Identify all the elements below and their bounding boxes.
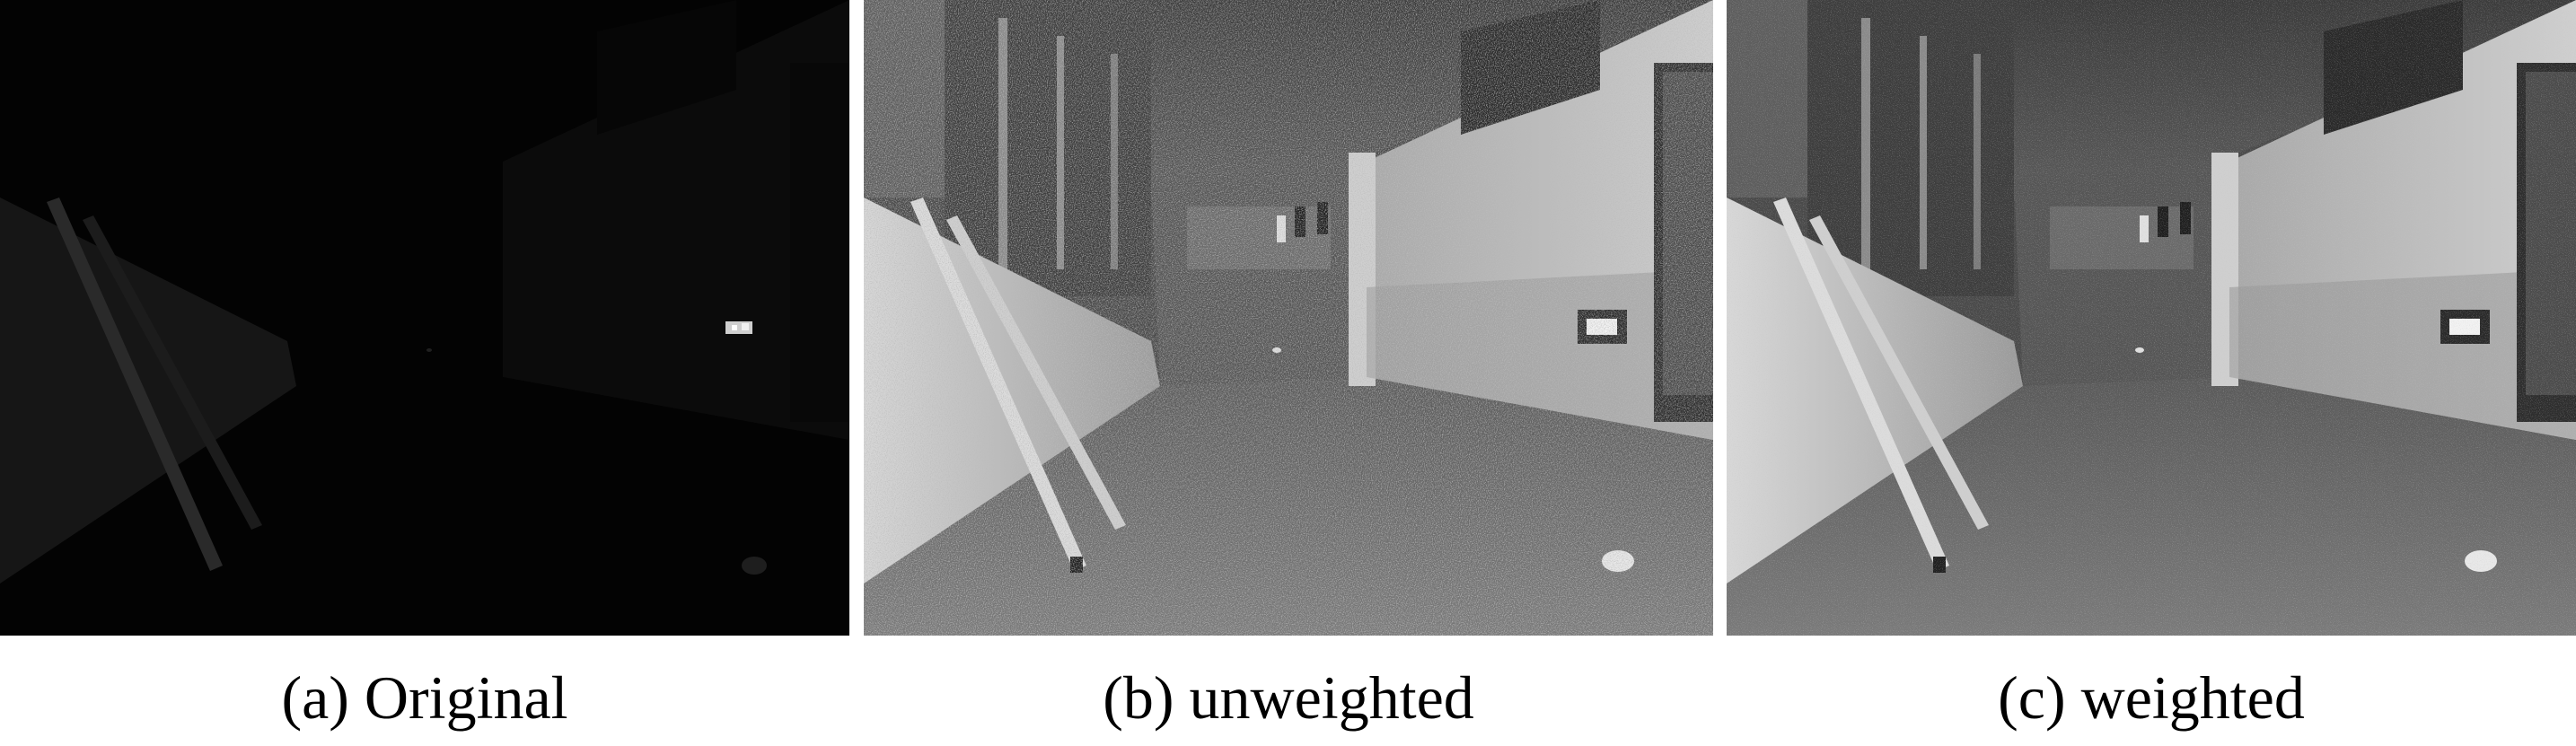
caption-weighted: (c) weighted bbox=[1998, 663, 2305, 732]
caption-unweighted: (b) unweighted bbox=[1103, 663, 1474, 732]
weighted-image bbox=[1727, 0, 2576, 636]
caption-original: (a) Original bbox=[281, 663, 568, 732]
original-image bbox=[0, 0, 849, 636]
unweighted-image bbox=[864, 0, 1713, 636]
